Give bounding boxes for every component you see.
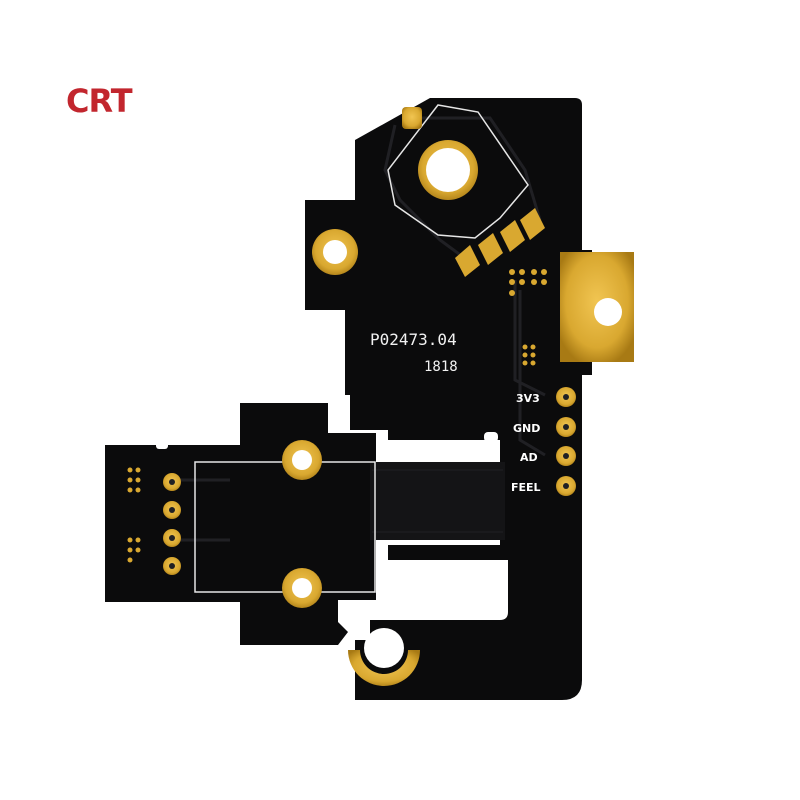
test-pad-top [402,107,422,129]
pin-label-3v3: 3V3 [516,392,540,405]
pin-label-gnd: GND [513,422,540,435]
connector-pads [455,208,545,277]
pin-label-ad: AD [520,451,538,464]
pcb-outline-main [305,98,592,700]
flex-ribbon [370,462,505,540]
brand-logo: CRT [66,82,133,120]
module-pins [127,467,181,575]
via-grid [509,269,547,366]
date-code: 1818 [424,359,458,375]
part-number: P02473.04 [370,330,457,349]
pin-header: 3V3 GND AD FEEL [511,387,576,496]
copper-traces [170,116,546,542]
pin-label-feel: FEEL [511,481,541,494]
pcb-outline-module [105,403,376,645]
half-ring-pad [348,650,420,686]
